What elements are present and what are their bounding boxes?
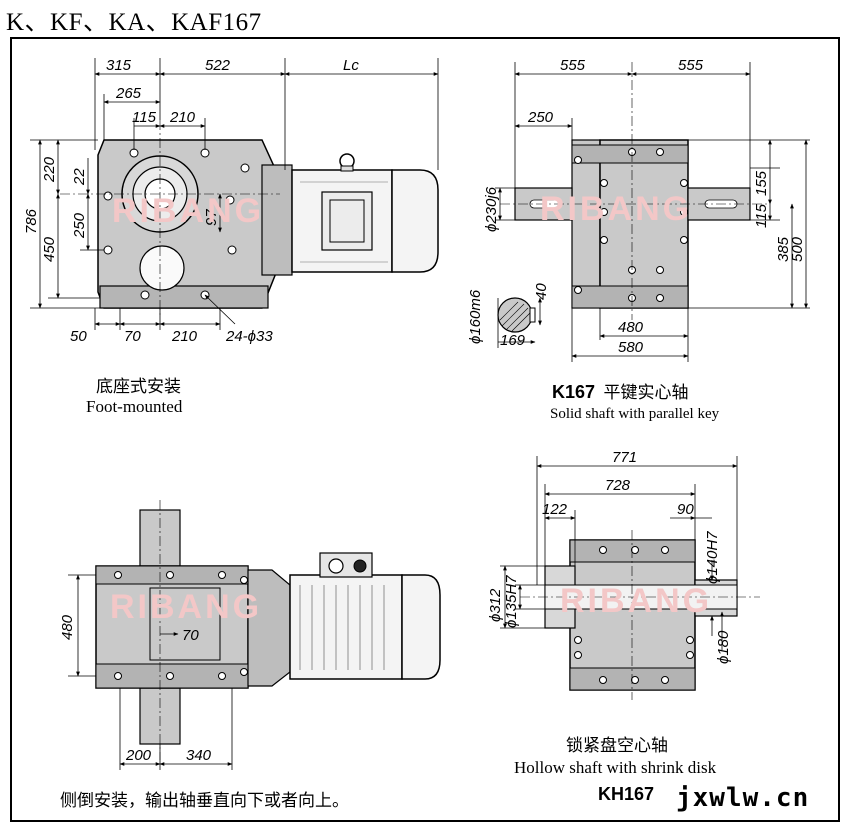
hollow-housing-bolts bbox=[574, 546, 694, 684]
dim-hollow-phi312: ϕ312 bbox=[487, 588, 504, 622]
watermark-hollow: RIBANG bbox=[560, 582, 712, 620]
dim-hollow-phi140: ϕ140H7 bbox=[704, 531, 721, 584]
side-motor-body bbox=[289, 574, 403, 680]
foot-motor-fan-cover bbox=[391, 169, 439, 273]
dim-hollow-phi135: ϕ135H7 bbox=[503, 575, 520, 628]
dim-hollow-771: 771 bbox=[612, 449, 637, 466]
side-cable-gland-icon bbox=[328, 558, 344, 574]
dim-side-340: 340 bbox=[186, 747, 212, 764]
dim-side-200: 200 bbox=[125, 747, 152, 764]
page-title: K、KF、KA、KAF167 bbox=[6, 9, 262, 36]
dim-foot-220: 220 bbox=[41, 156, 58, 183]
model-kh167: KH167 bbox=[598, 784, 654, 804]
caption-foot-en: Foot-mounted bbox=[86, 397, 183, 416]
foot-housing-bolts bbox=[103, 148, 250, 300]
dim-foot-holes: 24-ϕ33 bbox=[225, 328, 273, 345]
foot-bearing-cover bbox=[139, 245, 185, 291]
caption-solid-cn: 平键实心轴 bbox=[603, 383, 688, 403]
caption-side-cn: 侧倒安装，输出轴垂直向下或者向上。 bbox=[60, 791, 349, 811]
foot-mounted-view: 315 522 Lc 265 115 210 786 220 22 250 45… bbox=[23, 57, 439, 416]
side-motor-fan-cover bbox=[401, 574, 441, 680]
dim-foot-lc: Lc bbox=[343, 57, 359, 74]
dim-hollow-122: 122 bbox=[542, 501, 568, 518]
foot-base-plate bbox=[99, 285, 269, 309]
dim-solid-500: 500 bbox=[789, 236, 806, 262]
dim-foot-210-bottom: 210 bbox=[171, 328, 198, 345]
caption-solid: K167 平键实心轴 bbox=[552, 382, 688, 403]
dim-foot-315: 315 bbox=[106, 57, 132, 74]
caption-hollow-en: Hollow shaft with shrink disk bbox=[514, 758, 717, 777]
dim-foot-210-top: 210 bbox=[169, 109, 196, 126]
watermark-foot: RIBANG bbox=[112, 192, 264, 230]
dim-solid-480: 480 bbox=[618, 319, 644, 336]
watermark-side: RIBANG bbox=[110, 588, 262, 626]
dim-side-70: 70 bbox=[182, 627, 199, 644]
dim-foot-50: 50 bbox=[70, 328, 87, 345]
dim-foot-265: 265 bbox=[115, 85, 142, 102]
solid-shaft-view: 555 555 250 ϕ230j6 155 115 385 500 ϕ160m… bbox=[467, 57, 810, 422]
dim-solid-580: 580 bbox=[618, 339, 644, 356]
dim-solid-555-right: 555 bbox=[678, 57, 704, 74]
hollow-shaft-view: 771 728 122 90 ϕ312 ϕ135H7 ϕ140H7 ϕ180 R… bbox=[487, 449, 760, 804]
caption-foot-cn: 底座式安装 bbox=[96, 377, 181, 397]
dim-foot-250: 250 bbox=[71, 212, 88, 239]
foot-adapter-flange bbox=[261, 164, 293, 276]
solid-housing-bolts bbox=[574, 148, 688, 302]
dim-foot-786: 786 bbox=[23, 208, 40, 234]
dim-hollow-728: 728 bbox=[605, 477, 631, 494]
dim-foot-115: 115 bbox=[132, 109, 157, 126]
model-k167: K167 bbox=[552, 382, 595, 402]
dim-foot-22: 22 bbox=[71, 168, 88, 186]
dim-solid-555-left: 555 bbox=[560, 57, 586, 74]
dim-foot-70: 70 bbox=[124, 328, 141, 345]
dim-solid-385: 385 bbox=[775, 236, 792, 262]
dim-solid-phi230: ϕ230j6 bbox=[483, 186, 500, 232]
caption-solid-en: Solid shaft with parallel key bbox=[550, 406, 720, 422]
dim-solid-155: 155 bbox=[753, 170, 770, 196]
site-label: jxwlw.cn bbox=[676, 783, 809, 813]
drawing-frame bbox=[10, 37, 840, 822]
dim-solid-115: 115 bbox=[753, 203, 770, 228]
watermark-solid: RIBANG bbox=[540, 190, 692, 228]
side-mounted-view: 480 70 200 340 RIBANG 侧倒安装，输出轴垂直向下或者向上。 bbox=[59, 500, 441, 811]
side-housing-bolts bbox=[114, 571, 248, 680]
dim-foot-450: 450 bbox=[41, 236, 58, 262]
caption-hollow-cn: 锁紧盘空心轴 bbox=[566, 736, 668, 756]
dim-side-480: 480 bbox=[59, 614, 76, 640]
solid-housing-body bbox=[599, 139, 689, 309]
dim-foot-522: 522 bbox=[205, 57, 231, 74]
dim-hollow-90: 90 bbox=[677, 501, 694, 518]
dim-solid-250: 250 bbox=[527, 109, 554, 126]
dim-solid-phi160: ϕ160m6 bbox=[467, 289, 484, 344]
dim-solid-169: 169 bbox=[500, 332, 526, 349]
dim-foot-97: 97 bbox=[203, 209, 220, 226]
dim-hollow-phi180: ϕ180 bbox=[715, 630, 732, 664]
solid-shaft-section bbox=[497, 297, 533, 333]
dim-solid-40: 40 bbox=[533, 283, 550, 300]
